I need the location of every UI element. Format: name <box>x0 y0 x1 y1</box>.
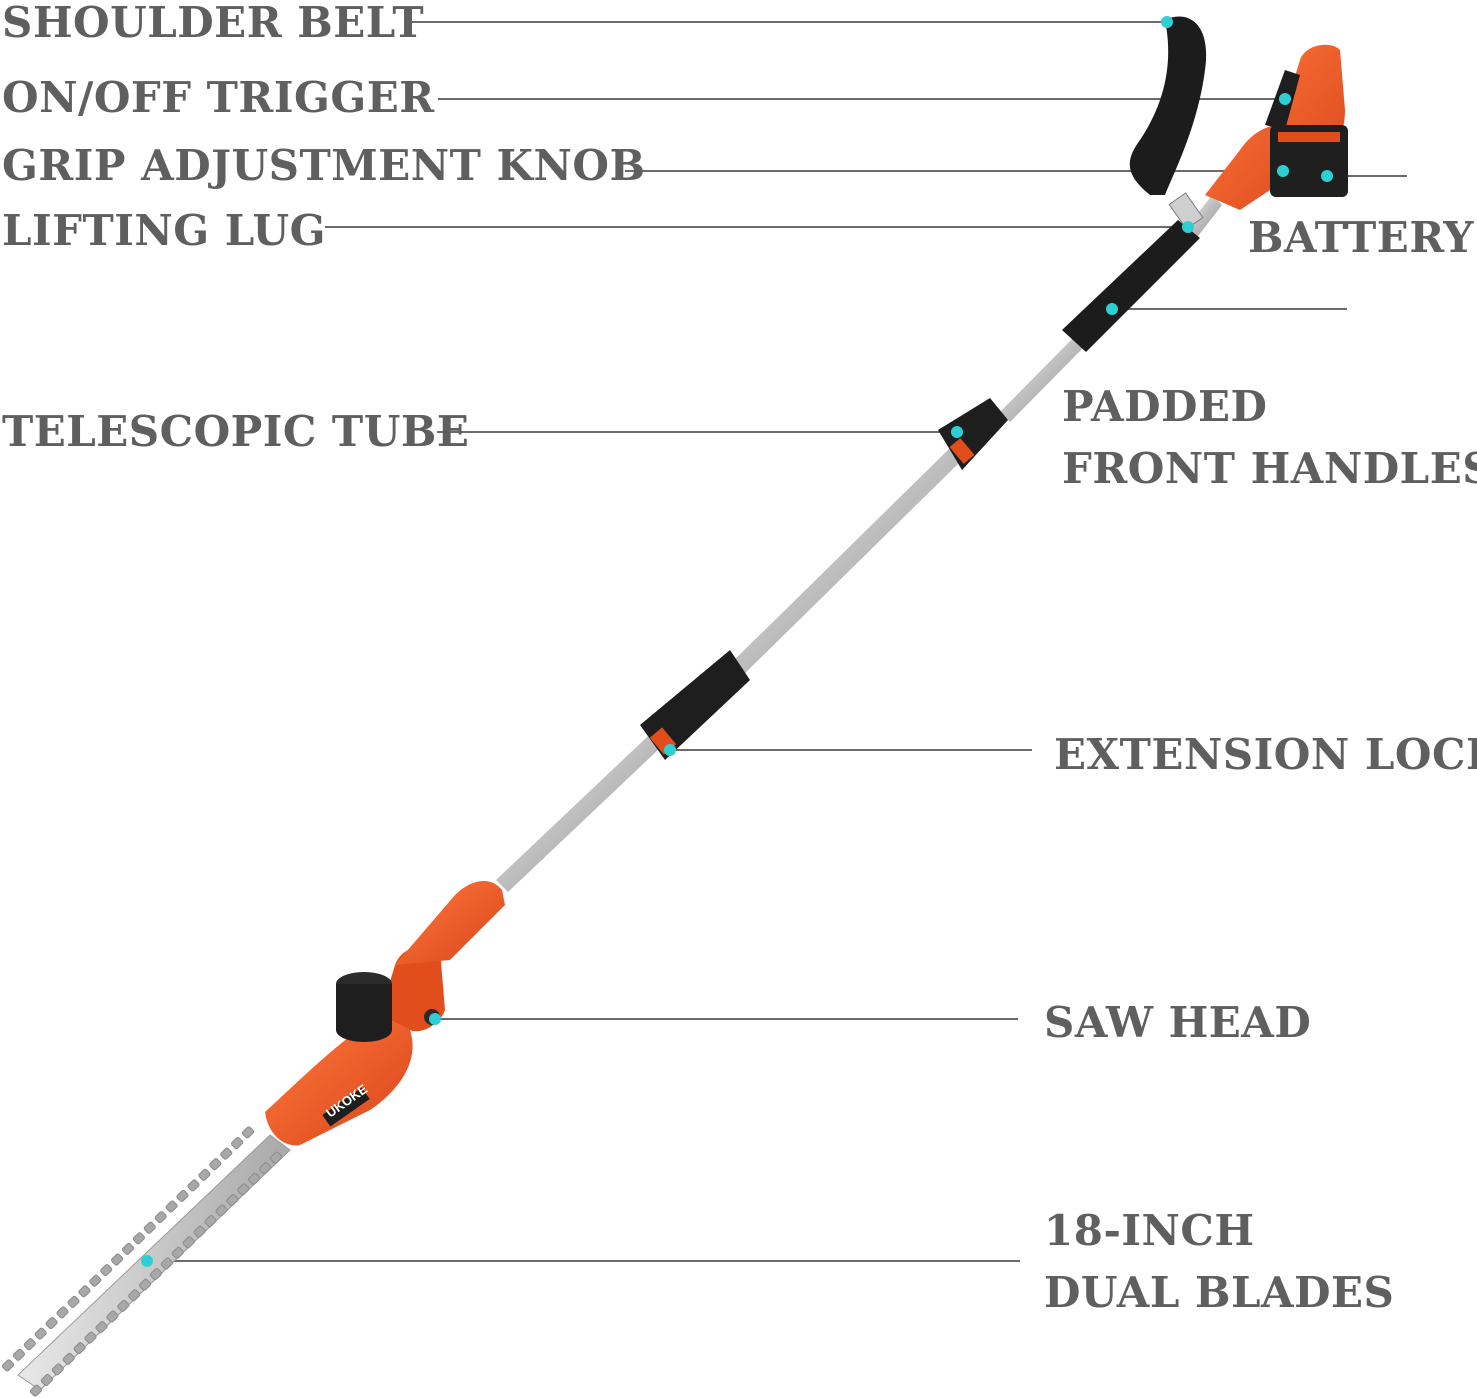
blade-tooth <box>51 1363 64 1376</box>
leader-lines <box>147 21 1407 1262</box>
label-dual-blades-line2: DUAL BLADES <box>1044 1268 1395 1317</box>
blade-tooth <box>143 1221 156 1234</box>
dot-extension-lock <box>664 744 676 756</box>
blade-tooth <box>209 1158 222 1171</box>
extension-lock-upper <box>938 398 1008 470</box>
label-battery: BATTERY <box>1248 213 1474 262</box>
blade-tooth <box>204 1215 217 1228</box>
blade-tooth <box>269 1151 283 1164</box>
blade-tooth <box>220 1147 233 1160</box>
dot-telescopic-tube <box>951 426 963 438</box>
label-on-off-trigger: ON/OFF TRIGGER <box>2 73 435 122</box>
blade-tooth <box>89 1274 102 1287</box>
blade-tooth <box>182 1236 195 1249</box>
blade-tooth <box>193 1225 206 1238</box>
dot-on-off-trigger <box>1279 93 1291 105</box>
blade-tooth <box>160 1257 173 1270</box>
blade-tooth <box>84 1331 97 1344</box>
blade-tooth <box>237 1183 250 1196</box>
telescopic-tube <box>496 195 1222 892</box>
label-extension-lock: EXTENSION LOCK <box>1054 730 1477 779</box>
label-dual-blades-line1: 18-INCH <box>1044 1206 1255 1255</box>
dot-dual-blades <box>141 1255 153 1267</box>
dot-lifting-lug <box>1182 221 1194 233</box>
blade-tooth <box>248 1172 261 1185</box>
dot-saw-head <box>429 1013 441 1025</box>
blade-tooth <box>78 1285 91 1298</box>
blade-tooth <box>40 1373 53 1387</box>
battery-pack <box>1270 125 1348 197</box>
blade-tooth <box>106 1310 119 1323</box>
label-saw-head: SAW HEAD <box>1044 998 1312 1047</box>
blade-tooth <box>241 1126 255 1139</box>
blade-tooth <box>62 1352 75 1365</box>
label-grip-adjustment-knob: GRIP ADJUSTMENT KNOB <box>2 141 646 190</box>
blade-tooth <box>121 1242 135 1255</box>
lifting-lug <box>1168 192 1204 230</box>
blade-tooth <box>12 1348 25 1361</box>
label-lifting-lug: LIFTING LUG <box>2 206 327 255</box>
padded-front-handle <box>1062 220 1200 352</box>
label-dual-blades: 18-INCH DUAL BLADES <box>1044 1200 1394 1324</box>
blade-tooth <box>23 1338 36 1351</box>
blade-bar <box>1 1126 291 1397</box>
callout-dots <box>141 16 1333 1267</box>
blade-tooth <box>67 1295 80 1308</box>
blade-tooth <box>117 1299 130 1312</box>
dot-padded-handles <box>1106 303 1118 315</box>
dot-shoulder-belt <box>1161 16 1173 28</box>
blade-tooth <box>215 1204 228 1217</box>
blade-tooth <box>149 1268 163 1281</box>
dot-grip-knob <box>1277 165 1289 177</box>
blade-tooth <box>231 1136 244 1150</box>
blade-tooth <box>73 1342 86 1355</box>
blade-tooth <box>95 1321 108 1334</box>
blade-tooth <box>111 1253 124 1266</box>
label-padded-front-handles: PADDED FRONT HANDLES <box>1062 376 1477 500</box>
blade-tooth <box>171 1246 184 1259</box>
blade-tooth <box>259 1162 272 1175</box>
blade-tooth <box>198 1168 211 1181</box>
blade-tooth <box>34 1327 47 1340</box>
blade-tooth <box>132 1232 145 1245</box>
blade-tooth <box>100 1264 113 1277</box>
blade-tooth <box>154 1211 167 1224</box>
label-shoulder-belt: SHOULDER BELT <box>2 0 425 47</box>
blade-tooth <box>128 1289 141 1302</box>
shoulder-belt-strap <box>1129 16 1207 196</box>
blade-tooth <box>226 1193 239 1207</box>
blade-tooth <box>1 1359 15 1372</box>
blade-tooth <box>56 1306 69 1319</box>
saw-head-body <box>265 880 505 1146</box>
label-padded-front-handles-line2: FRONT HANDLES <box>1062 444 1477 493</box>
dot-battery <box>1321 170 1333 182</box>
blade-tooth <box>176 1189 189 1202</box>
label-padded-front-handles-line1: PADDED <box>1062 382 1268 431</box>
blade-tooth <box>187 1179 200 1192</box>
blade-tooth <box>29 1384 43 1397</box>
blade-tooth <box>45 1316 58 1330</box>
label-telescopic-tube: TELESCOPIC TUBE <box>2 407 470 456</box>
blade-tooth <box>139 1278 152 1291</box>
extension-lock-lower <box>640 650 750 760</box>
blade-tooth <box>165 1200 178 1213</box>
